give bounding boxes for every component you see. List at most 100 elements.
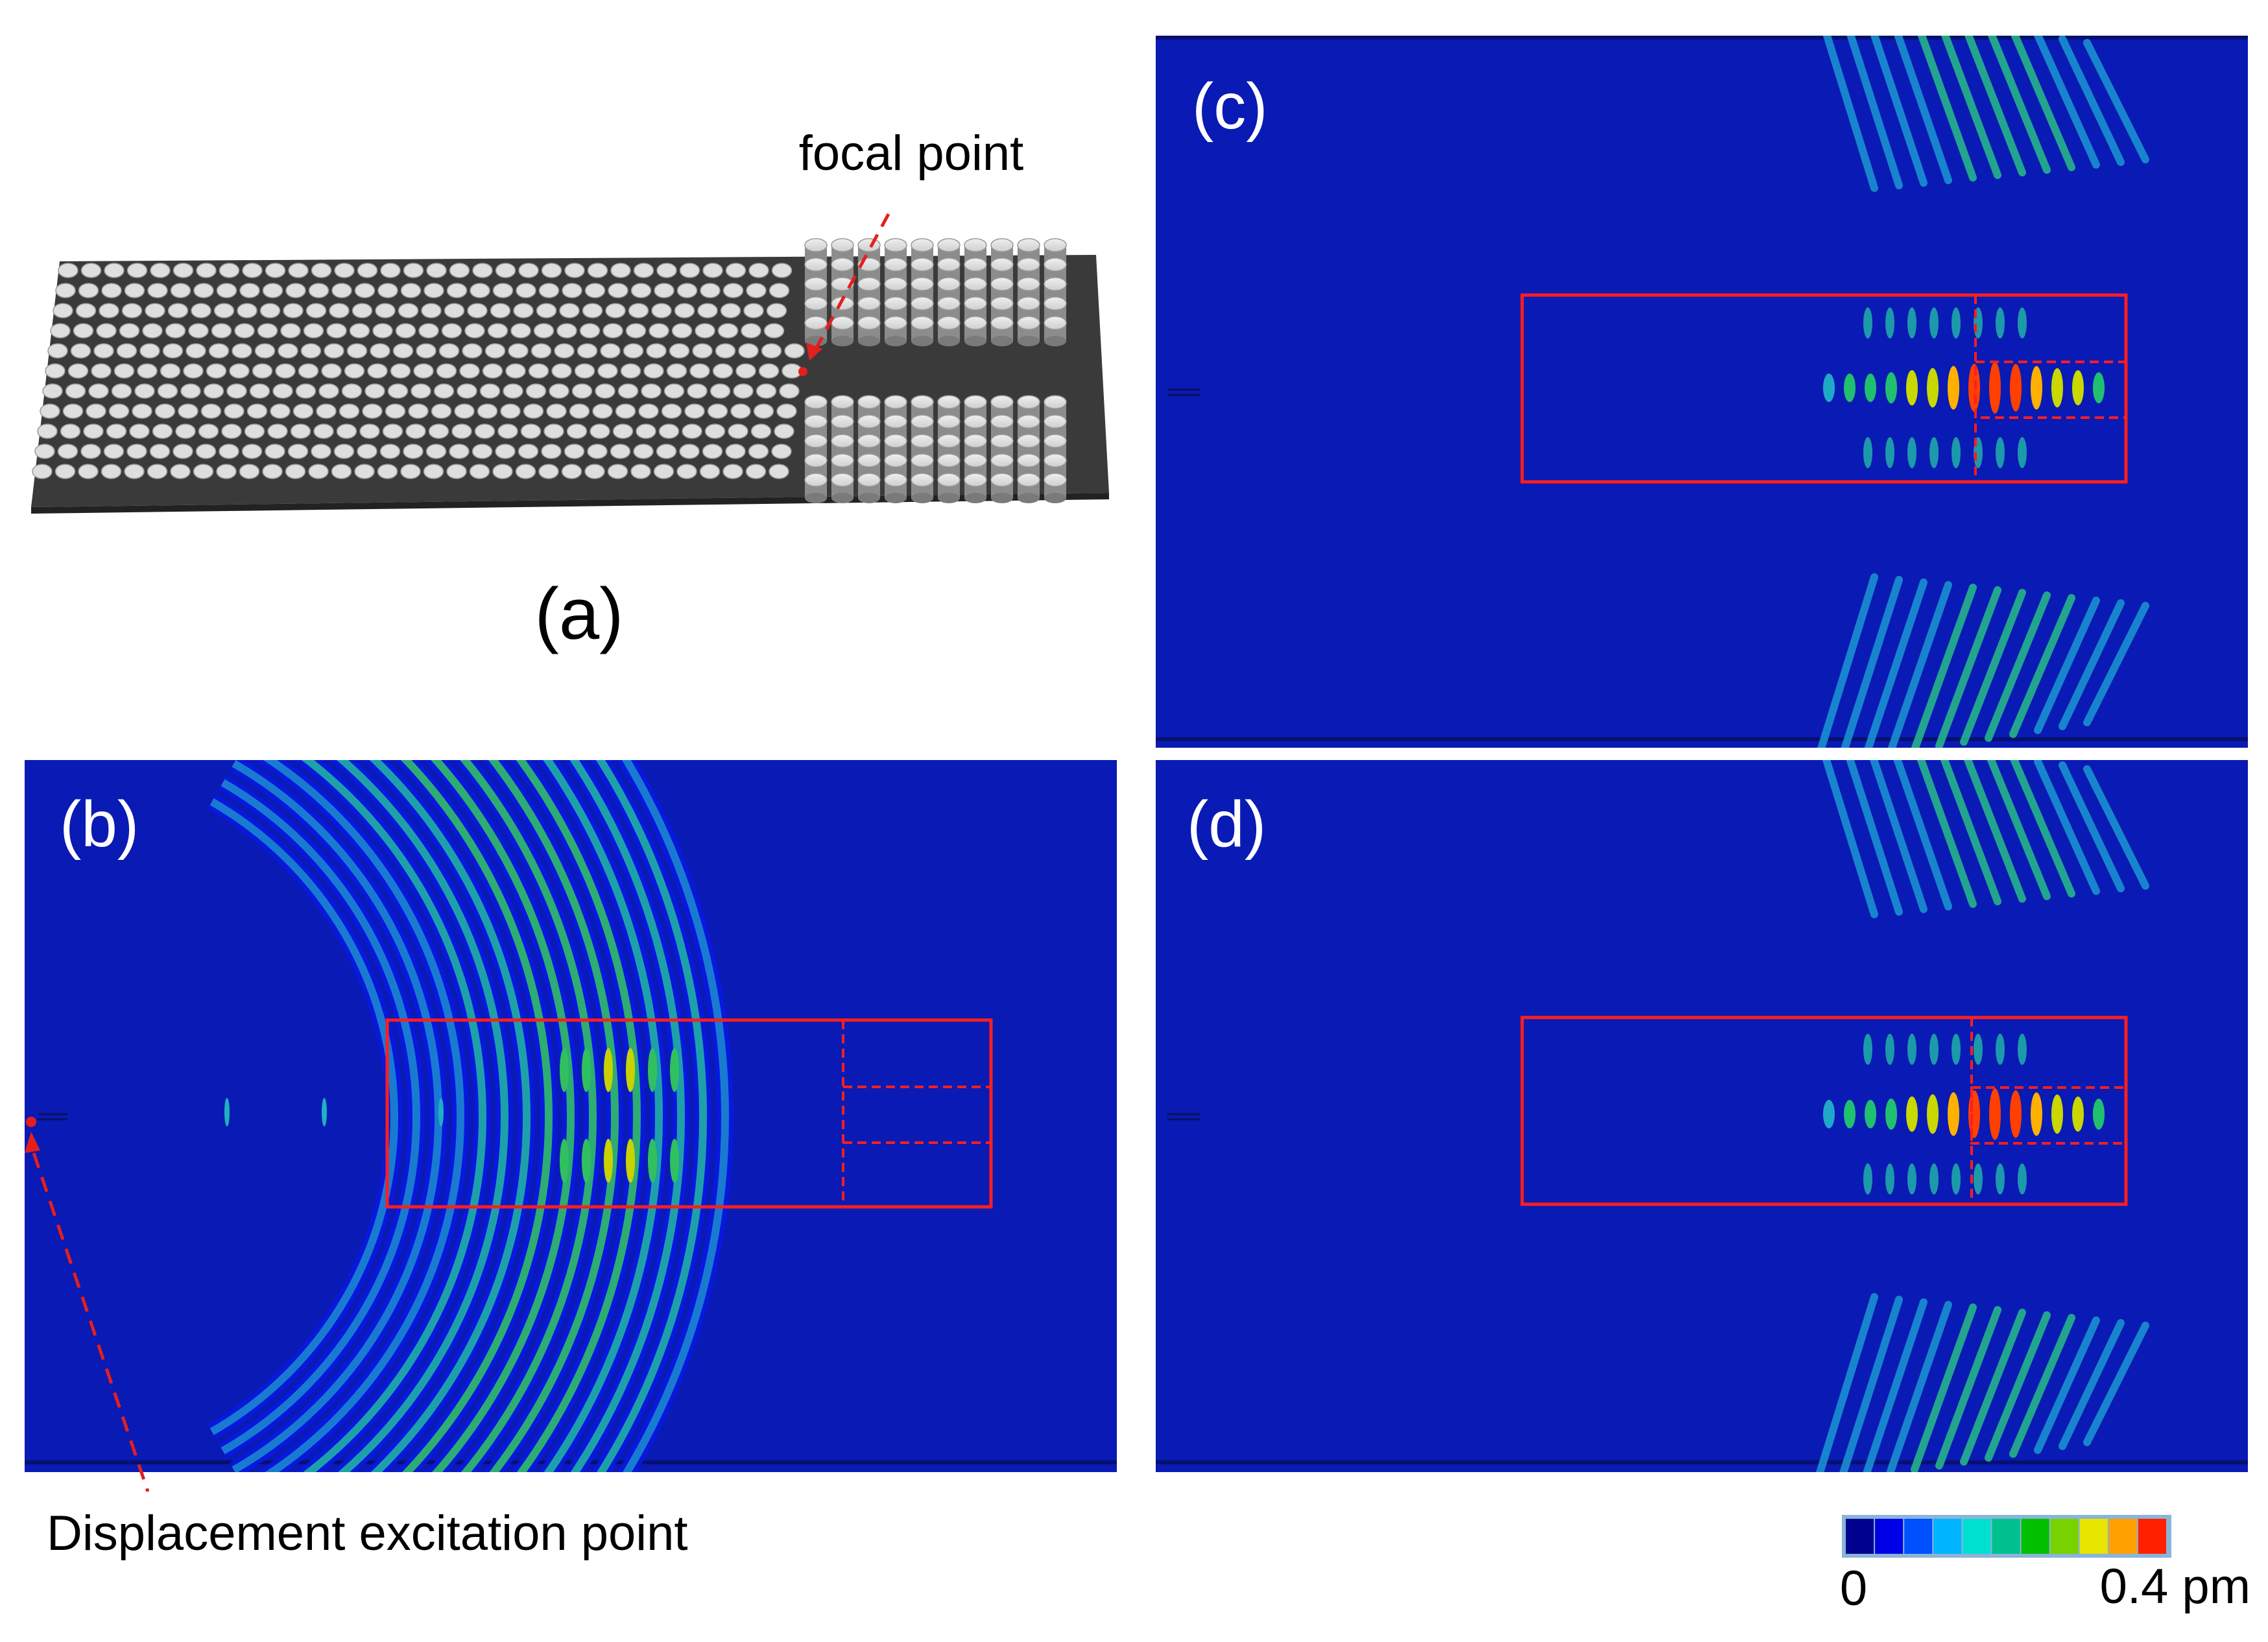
- focus-lobe: [2093, 372, 2105, 403]
- pillar: [730, 403, 751, 419]
- pillar-top: [1017, 277, 1040, 291]
- focus-sidelobe: [1996, 1163, 2005, 1195]
- pillar: [776, 403, 797, 419]
- pillar: [213, 303, 235, 318]
- pillar: [674, 303, 695, 318]
- pillar-top: [857, 277, 881, 291]
- pillar-base: [858, 493, 880, 503]
- pillar: [80, 263, 102, 278]
- pillar: [612, 423, 634, 439]
- pillar: [758, 363, 780, 379]
- pillar: [654, 283, 674, 298]
- pillar: [587, 263, 608, 278]
- panel-b-label: (b): [60, 788, 139, 861]
- pillar: [162, 343, 184, 359]
- side-band: [1935, 1306, 2001, 1469]
- pillar: [424, 283, 444, 298]
- pillar-base: [858, 336, 880, 346]
- pillar: [334, 263, 355, 278]
- pillar: [287, 444, 309, 459]
- pillar: [259, 303, 281, 318]
- side-band: [1863, 1298, 1928, 1472]
- wave-hotspot: [604, 1048, 613, 1092]
- panel-c-excitation-ticks: [1167, 388, 1200, 396]
- pillar: [34, 444, 55, 459]
- pillar: [203, 383, 224, 399]
- wave-hotspot: [626, 1139, 635, 1183]
- pillar-top: [990, 238, 1014, 252]
- pillar: [113, 363, 135, 379]
- focus-sidelobe: [1907, 307, 1916, 339]
- pillar-base: [885, 493, 907, 503]
- pillar: [523, 403, 544, 419]
- pillar: [682, 423, 702, 439]
- pillar-top: [884, 296, 907, 311]
- pillar: [630, 283, 652, 298]
- pillar: [40, 403, 60, 419]
- pillar: [193, 464, 214, 479]
- pillar-top: [911, 395, 934, 409]
- pillar: [518, 444, 539, 459]
- pillar: [538, 464, 559, 479]
- pillar: [111, 383, 132, 399]
- wavefront: [263, 760, 464, 1472]
- colorbar-cells: [1846, 1519, 2166, 1554]
- pillar: [470, 283, 490, 298]
- side-band: [1870, 760, 1928, 913]
- pillar-top: [831, 453, 854, 468]
- pillar: [352, 303, 373, 318]
- panel-c: (c): [1156, 36, 2248, 748]
- pillar: [541, 263, 562, 278]
- wave-hotspot: [582, 1139, 591, 1183]
- pillar: [359, 423, 380, 439]
- pillar: [170, 464, 191, 479]
- pillar: [292, 403, 314, 419]
- focus-sidelobe: [1929, 1163, 1939, 1195]
- pillar: [556, 323, 577, 339]
- pillar-top: [804, 277, 828, 291]
- pillar: [124, 464, 145, 479]
- panel-d-excitation-ticks: [1167, 1113, 1200, 1121]
- focus-sidelobe: [1907, 437, 1916, 468]
- pillar: [666, 363, 687, 379]
- pillar: [600, 343, 621, 359]
- pillar: [484, 343, 506, 359]
- focus-lobe: [1823, 374, 1835, 402]
- pillar-top: [884, 257, 907, 272]
- pillar: [367, 363, 388, 379]
- pillar: [704, 423, 726, 439]
- pillar-top: [804, 395, 828, 409]
- pillar: [753, 403, 774, 419]
- pillar: [354, 464, 375, 479]
- pillar: [336, 423, 357, 439]
- pillar: [728, 423, 748, 439]
- wavefront: [460, 760, 597, 1472]
- pillar: [695, 323, 715, 339]
- pillar: [377, 464, 398, 479]
- pillar-top: [964, 395, 987, 409]
- focus-lobe: [2010, 1090, 2022, 1138]
- pillar: [96, 323, 117, 339]
- pillar-top: [990, 414, 1014, 429]
- pillar: [65, 383, 86, 399]
- pillar-base: [1018, 336, 1040, 346]
- pillar: [646, 343, 667, 359]
- pillar: [254, 343, 276, 359]
- pillar-base: [1044, 493, 1066, 503]
- pillar: [559, 303, 580, 318]
- pillar-top: [911, 453, 934, 468]
- pillar: [551, 363, 572, 379]
- pillar-top: [884, 473, 907, 487]
- pillar-top: [831, 238, 854, 252]
- pillar: [58, 263, 78, 278]
- focus-lobe: [1823, 1100, 1835, 1128]
- pillar: [508, 343, 529, 359]
- pillar: [426, 263, 447, 278]
- pillar-top: [911, 277, 934, 291]
- pillar: [425, 444, 447, 459]
- pillar-top: [831, 257, 854, 272]
- pillar: [232, 343, 252, 359]
- pillar: [341, 383, 363, 399]
- colorbar-max-label: 0.4 pm: [2100, 1559, 2250, 1614]
